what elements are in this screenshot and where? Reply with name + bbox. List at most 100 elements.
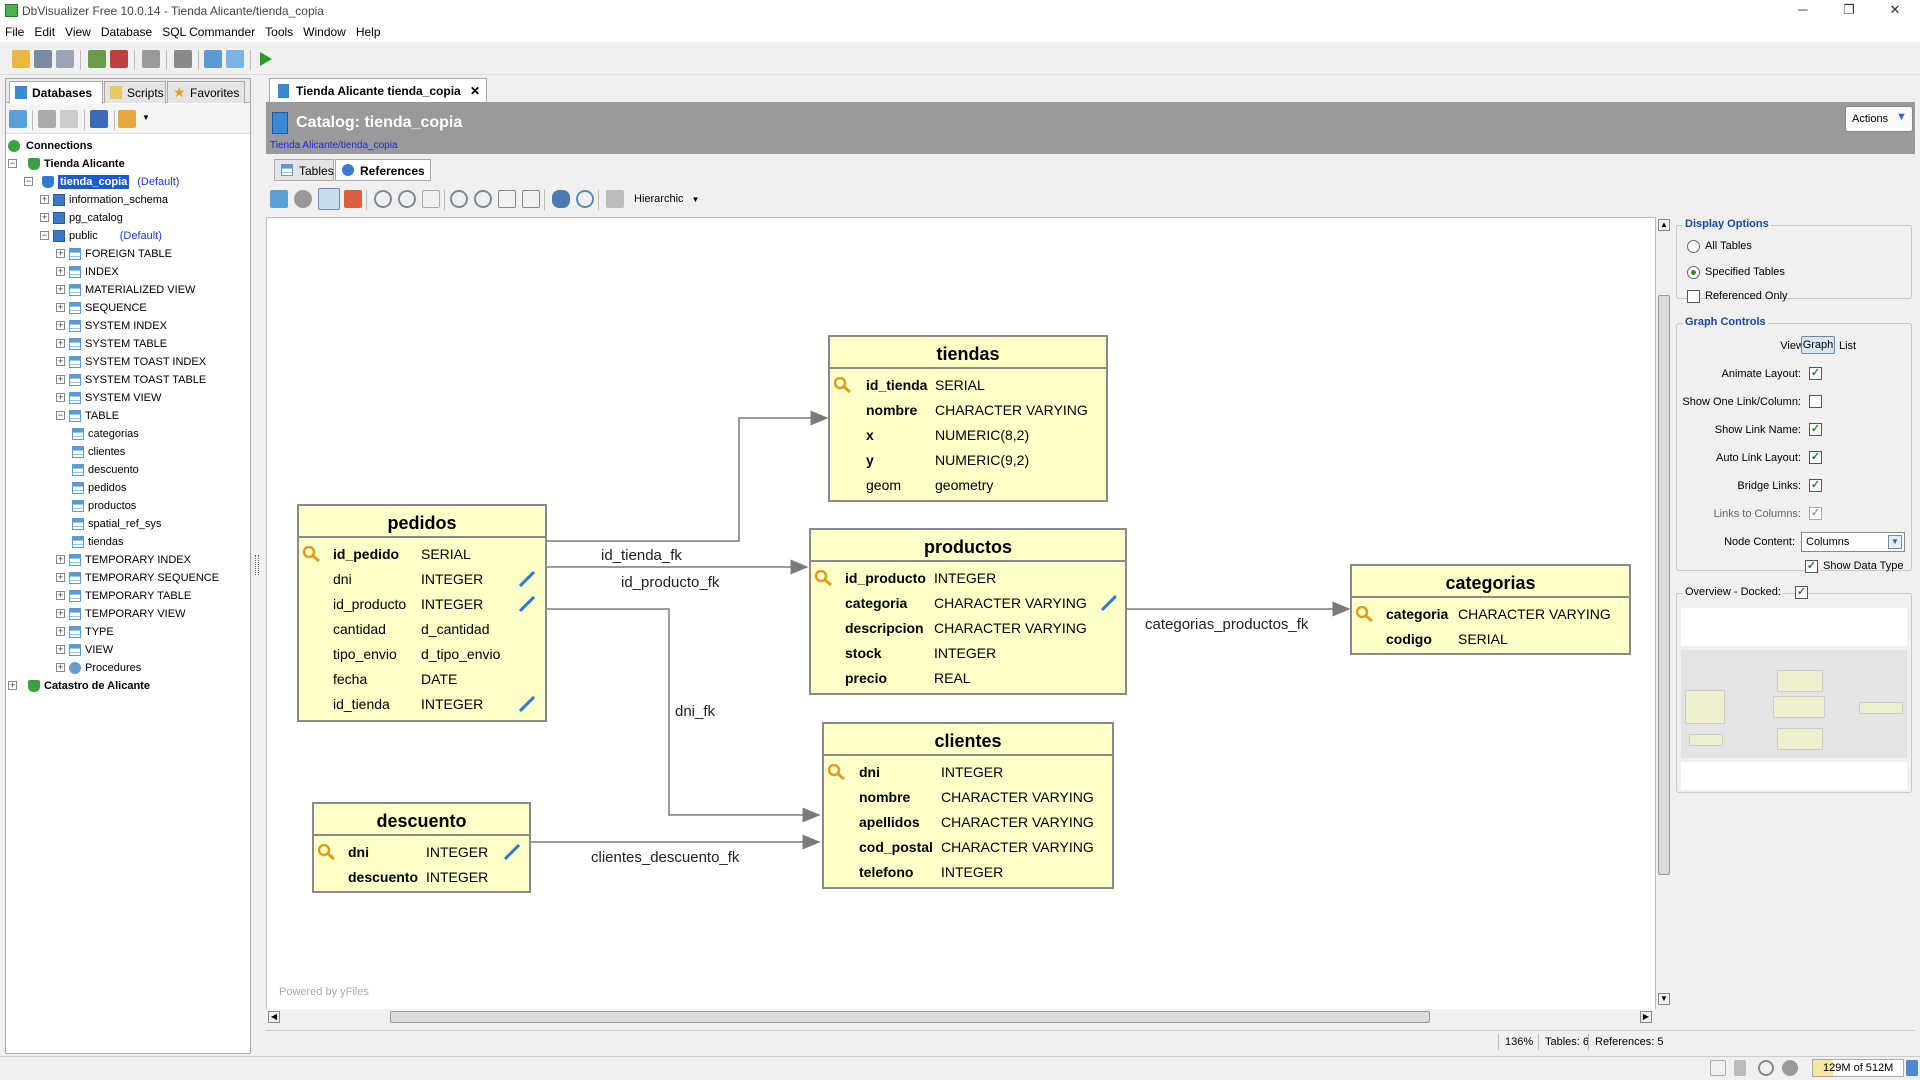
foreign-key-link-icon bbox=[503, 843, 521, 861]
memory-indicator[interactable]: 129M of 512M bbox=[1812, 1059, 1904, 1077]
close-window-button[interactable]: ✕ bbox=[1889, 2, 1901, 17]
menu-database[interactable]: Database bbox=[100, 25, 153, 39]
specified-tables-radio[interactable] bbox=[1687, 266, 1700, 279]
pointer-tool-icon[interactable] bbox=[318, 188, 340, 210]
monitor-icon[interactable] bbox=[226, 50, 244, 68]
layout-icon[interactable] bbox=[606, 190, 624, 208]
zoom-100-icon[interactable] bbox=[450, 190, 468, 208]
tab-tables[interactable]: Tables bbox=[274, 159, 334, 181]
zoom-in-icon[interactable] bbox=[374, 190, 392, 208]
collapse-toggle[interactable]: − bbox=[24, 176, 33, 186]
zoom-out-icon[interactable] bbox=[398, 190, 416, 208]
table-grid-icon[interactable] bbox=[204, 50, 222, 68]
scroll-right-icon[interactable]: ▶ bbox=[1640, 1011, 1652, 1023]
stop-icon[interactable] bbox=[294, 190, 312, 208]
menu-help[interactable]: Help bbox=[355, 25, 381, 39]
table-folder-icon bbox=[69, 554, 81, 566]
open-folder-icon[interactable] bbox=[12, 50, 30, 68]
cancel-icon[interactable] bbox=[1782, 1060, 1798, 1076]
scroll-up-icon[interactable]: ▲ bbox=[1658, 219, 1670, 231]
minimize-button[interactable]: ─ bbox=[1798, 2, 1808, 17]
scroll-down-icon[interactable]: ▼ bbox=[1658, 993, 1670, 1005]
view-graph-toggle[interactable]: Graph bbox=[1801, 336, 1835, 354]
bridge-links-checkbox[interactable]: ✓ bbox=[1809, 479, 1822, 492]
tab-databases[interactable]: Databases bbox=[9, 81, 103, 104]
table-node-title: tiendas bbox=[830, 337, 1106, 369]
foreign-key-link-icon bbox=[518, 695, 536, 713]
overview-docked-checkbox[interactable]: ✓ bbox=[1795, 586, 1808, 599]
fit-page-icon[interactable] bbox=[498, 190, 516, 208]
menu-sql-commander[interactable]: SQL Commander bbox=[162, 25, 256, 39]
schema-icon bbox=[53, 194, 65, 206]
log-icon[interactable] bbox=[1734, 1060, 1746, 1076]
clock-icon[interactable] bbox=[576, 190, 594, 208]
splitter-handle[interactable] bbox=[255, 555, 259, 575]
refresh-icon[interactable] bbox=[270, 190, 288, 208]
show-one-link-checkbox[interactable] bbox=[1809, 395, 1822, 408]
layout-select[interactable]: Hierarchic▼ bbox=[634, 193, 700, 205]
collapse-toggle[interactable]: − bbox=[8, 158, 17, 168]
menu-tools[interactable]: Tools bbox=[265, 25, 294, 39]
fit-selection-icon[interactable] bbox=[522, 190, 540, 208]
new-folder-icon[interactable] bbox=[60, 110, 78, 128]
filter-icon[interactable] bbox=[118, 110, 136, 128]
collapse-icon[interactable] bbox=[90, 110, 108, 128]
chevron-down-icon: ▼ bbox=[1888, 535, 1902, 549]
sync-icon[interactable] bbox=[1758, 1060, 1774, 1076]
binoculars-icon[interactable] bbox=[552, 190, 570, 208]
tab-scripts[interactable]: Scripts bbox=[104, 81, 166, 103]
auto-link-layout-checkbox[interactable]: ✓ bbox=[1809, 451, 1822, 464]
restore-button[interactable]: ❐ bbox=[1843, 2, 1855, 17]
menu-file[interactable]: File bbox=[5, 25, 25, 39]
filter-dropdown-icon[interactable]: ▼ bbox=[142, 113, 150, 122]
refresh-icon[interactable] bbox=[9, 110, 27, 128]
tab-tienda-copia[interactable]: Tienda Alicante tienda_copia ✕ bbox=[269, 78, 487, 102]
show-link-name-checkbox[interactable]: ✓ bbox=[1809, 423, 1822, 436]
menu-window[interactable]: Window bbox=[303, 25, 346, 39]
new-connection-icon[interactable] bbox=[38, 110, 56, 128]
catalog-path-link[interactable]: Tienda Alicante/tienda_copia bbox=[270, 140, 398, 151]
database-icon[interactable] bbox=[142, 50, 160, 68]
vertical-scroll-thumb[interactable] bbox=[1658, 295, 1670, 875]
export-icon[interactable] bbox=[344, 190, 362, 208]
run-icon[interactable] bbox=[256, 50, 274, 68]
node-content-select[interactable]: Columns▼ bbox=[1801, 532, 1905, 552]
horizontal-scroll-thumb[interactable] bbox=[390, 1011, 1430, 1023]
scroll-left-icon[interactable]: ◀ bbox=[268, 1011, 280, 1023]
animate-layout-checkbox[interactable]: ✓ bbox=[1809, 367, 1822, 380]
vertical-scrollbar[interactable]: ▲ ▼ bbox=[1656, 217, 1672, 1009]
gear-icon bbox=[69, 662, 81, 674]
zoom-box-icon[interactable] bbox=[422, 190, 440, 208]
edge-id-tienda-fk[interactable] bbox=[547, 410, 829, 542]
all-tables-radio[interactable] bbox=[1687, 240, 1700, 253]
save-icon[interactable] bbox=[34, 50, 52, 68]
disconnect-icon[interactable] bbox=[110, 50, 128, 68]
table-node-title: pedidos bbox=[299, 506, 545, 538]
zoom-fit-icon[interactable] bbox=[474, 190, 492, 208]
tools-icon[interactable] bbox=[174, 50, 192, 68]
graph-canvas[interactable]: id_tienda_fk id_producto_fk dni_fk categ… bbox=[266, 217, 1656, 1025]
connect-icon[interactable] bbox=[88, 50, 106, 68]
horizontal-scrollbar[interactable]: ◀ ▶ bbox=[266, 1009, 1656, 1025]
close-tab-icon[interactable]: ✕ bbox=[470, 84, 481, 98]
actions-button[interactable]: Actions▼ bbox=[1845, 106, 1913, 132]
layout-toggle-icon[interactable] bbox=[1710, 1060, 1726, 1076]
view-list-toggle[interactable]: List bbox=[1839, 340, 1857, 352]
trash-icon[interactable] bbox=[1906, 1060, 1918, 1076]
show-data-type-checkbox[interactable]: ✓ bbox=[1805, 560, 1818, 573]
edge-dni-fk[interactable] bbox=[547, 608, 821, 823]
menu-edit[interactable]: Edit bbox=[34, 25, 56, 39]
menu-view[interactable]: View bbox=[65, 25, 91, 39]
tab-favorites[interactable]: ★Favorites bbox=[167, 81, 245, 103]
overview-minimap[interactable] bbox=[1681, 650, 1907, 758]
referenced-only-checkbox[interactable] bbox=[1687, 290, 1700, 303]
save-all-icon[interactable] bbox=[56, 50, 74, 68]
tab-references[interactable]: References bbox=[335, 159, 431, 181]
